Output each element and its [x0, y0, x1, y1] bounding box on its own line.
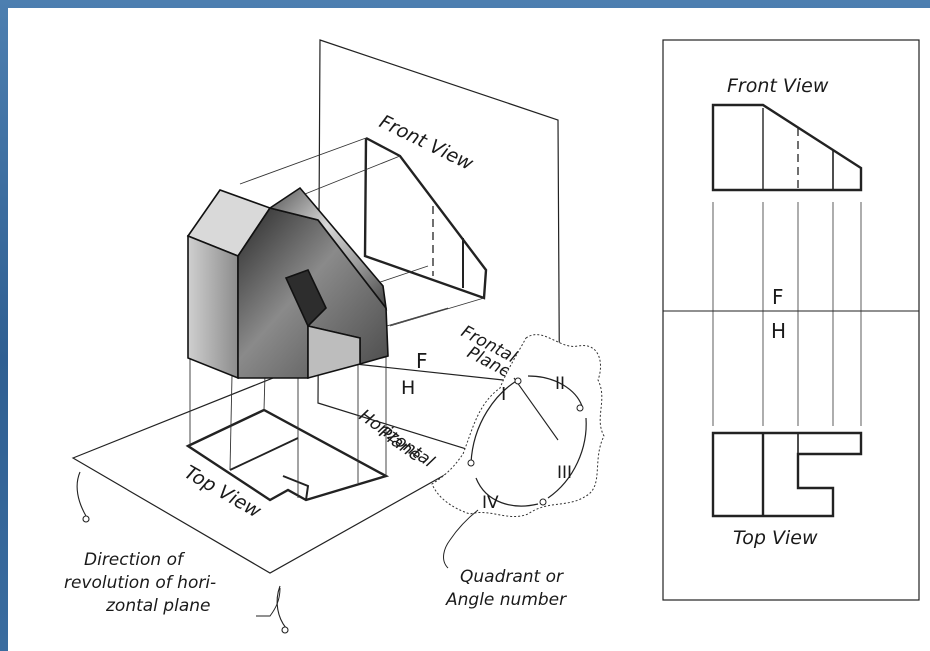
front-view-label-2d: Front View [727, 75, 829, 97]
quadrant-i: I [501, 384, 506, 405]
projection-diagram: F H Front View Frontal Plane Horizontal … [64, 39, 920, 634]
top-view-label-2d: Top View [733, 527, 818, 549]
quadrant-note-line2: Angle number [445, 590, 567, 610]
quadrant-iv: IV [482, 493, 499, 513]
direction-note-line3: zontal plane [105, 596, 210, 616]
quadrant-leader [443, 509, 479, 569]
projector-lines-2d [712, 202, 862, 426]
shaded-object [186, 186, 389, 380]
direction-note-line1: Direction of [84, 550, 186, 570]
front-view-2d [711, 103, 863, 192]
direction-leader [256, 587, 281, 617]
quadrant-inset: I II III IV [431, 334, 605, 518]
top-view-label-3d: Top View [181, 461, 266, 523]
h-letter-2d: H [771, 319, 786, 343]
h-letter-3d: H [401, 377, 415, 399]
revolution-arrows [76, 471, 289, 634]
f-letter-2d: F [772, 285, 784, 309]
front-view-projection [363, 136, 488, 300]
quadrant-note-line1: Quadrant or [460, 567, 564, 587]
quadrant-iii: III [557, 463, 572, 483]
direction-note-line2: revolution of hori- [64, 573, 216, 593]
ortho-sheet [662, 39, 920, 601]
quadrant-ii: II [555, 374, 565, 394]
top-view-2d [711, 431, 863, 518]
front-view-label-3d: Front View [376, 111, 477, 175]
slide-frame: F H Front View Frontal Plane Horizontal … [8, 8, 930, 651]
f-letter-3d: F [416, 349, 428, 373]
